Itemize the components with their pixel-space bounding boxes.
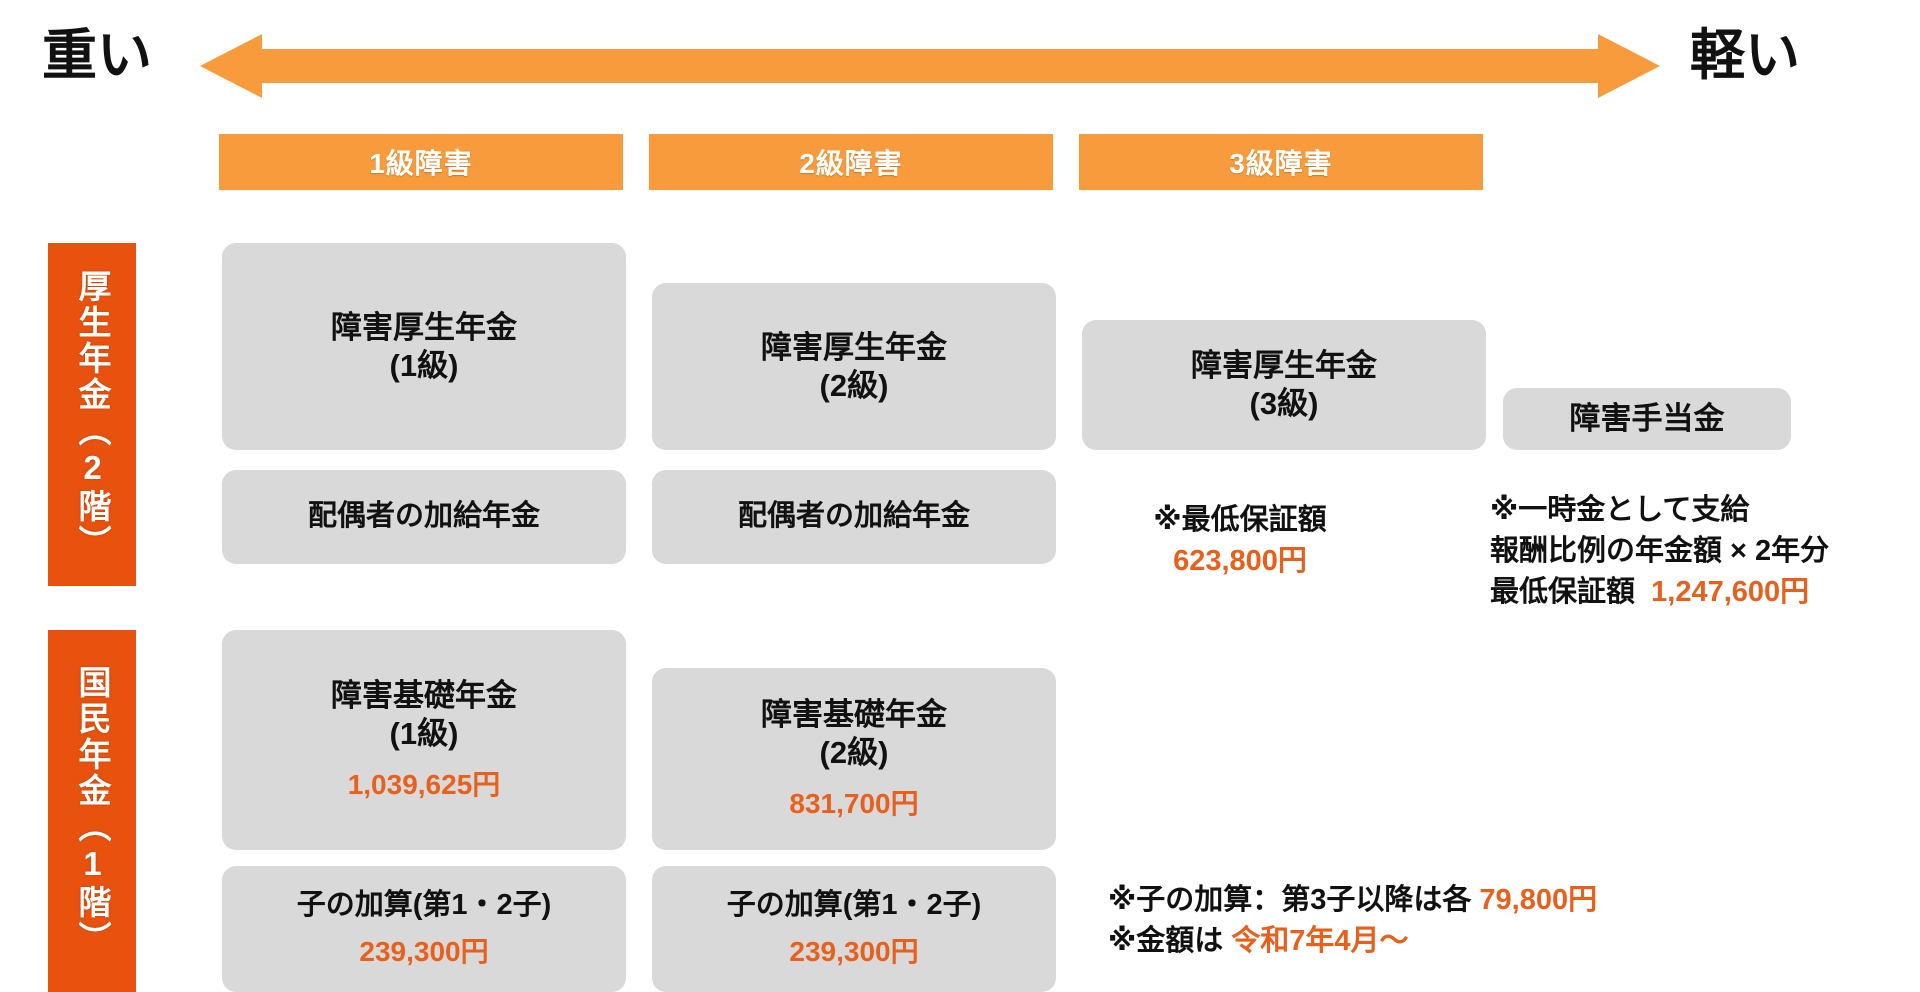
card-title: 配偶者の加給年金: [737, 500, 970, 533]
card-title: 障害基礎年金: [761, 697, 947, 733]
footnote-effective-date-value: 令和7年4月〜: [1231, 925, 1409, 958]
card-title: 障害手当金: [1569, 401, 1725, 437]
card-title: 障害基礎年金: [331, 678, 517, 714]
card-disability-basic-pension-grade2: 障害基礎年金 (2級) 831,700円: [652, 668, 1056, 850]
card-subtitle: (2級): [819, 367, 889, 403]
card-title: 障害厚生年金: [761, 329, 947, 365]
footnote-child-addition-amount: 79,800円: [1479, 884, 1598, 916]
footnote-effective-date: ※金額は 令和7年4月〜: [1108, 921, 1597, 962]
card-amount: 831,700円: [789, 787, 919, 819]
card-spouse-allowance-grade2: 配偶者の加給年金: [652, 470, 1056, 564]
tier-label-employees-pension: 厚生年金（2階）: [48, 243, 136, 586]
note-minimum-guarantee-amount: 623,800円: [1173, 545, 1307, 578]
card-subtitle: (1級): [389, 347, 459, 383]
tier-label-employees-pension-text: 厚生年金（2階）: [74, 268, 111, 561]
card-title: 障害厚生年金: [331, 309, 517, 345]
footnote-child-addition-label: ※子の加算：第3子以降は各: [1108, 884, 1480, 916]
card-title: 子の加算(第1・2子): [726, 889, 982, 922]
grade-header-3-label: 3級障害: [1229, 148, 1333, 179]
card-subtitle: (2級): [819, 735, 889, 770]
scale-label-light: 軽い: [1690, 24, 1801, 86]
scale-label-heavy: 重い: [42, 24, 153, 86]
double-headed-arrow-icon: [200, 34, 1660, 98]
note-allowance-line3-label: 最低保証額: [1490, 576, 1636, 609]
card-title: 配偶者の加給年金: [307, 500, 540, 533]
card-disability-basic-pension-grade1: 障害基礎年金 (1級) 1,039,625円: [222, 630, 626, 850]
footnote-child-addition: ※子の加算：第3子以降は各 79,800円: [1108, 880, 1597, 921]
grade-header-3: 3級障害: [1079, 134, 1483, 190]
note-allowance-line3-amount: 1,247,600円: [1651, 576, 1810, 609]
card-child-addition-grade1: 子の加算(第1・2子) 239,300円: [222, 866, 626, 992]
grade-header-1: 1級障害: [219, 134, 623, 190]
card-subtitle: (1級): [389, 716, 459, 751]
card-title: 障害厚生年金: [1191, 348, 1377, 384]
card-child-addition-grade2: 子の加算(第1・2子) 239,300円: [652, 866, 1056, 992]
card-amount: 239,300円: [359, 935, 489, 967]
note-allowance-line1: ※一時金として支給: [1490, 494, 1750, 526]
tier-label-national-pension-text: 国民年金（1階）: [74, 665, 111, 957]
card-spouse-allowance-grade1: 配偶者の加給年金: [222, 470, 626, 564]
card-title: 子の加算(第1・2子): [296, 889, 552, 922]
grade-header-1-label: 1級障害: [369, 148, 473, 179]
card-subtitle: (3級): [1249, 386, 1319, 421]
card-disability-allowance: 障害手当金: [1503, 388, 1791, 450]
grade-header-2-label: 2級障害: [799, 148, 903, 179]
grade-header-2: 2級障害: [649, 134, 1053, 190]
note-allowance-line3: 最低保証額 1,247,600円: [1490, 572, 1829, 613]
card-amount: 1,039,625円: [347, 768, 501, 800]
card-amount: 239,300円: [789, 935, 919, 967]
footnote-effective-date-label: ※金額は: [1108, 925, 1232, 958]
note-allowance-line2: 報酬比例の年金額 × 2年分: [1490, 535, 1830, 568]
tier-label-national-pension: 国民年金（1階）: [48, 630, 136, 992]
card-disability-employees-pension-grade2: 障害厚生年金 (2級): [652, 283, 1056, 450]
footnotes-national-pension: ※子の加算：第3子以降は各 79,800円 ※金額は 令和7年4月〜: [1108, 880, 1597, 962]
note-disability-allowance: ※一時金として支給 報酬比例の年金額 × 2年分 最低保証額 1,247,600…: [1490, 490, 1829, 614]
card-disability-employees-pension-grade3: 障害厚生年金 (3級): [1082, 320, 1486, 450]
card-disability-employees-pension-grade1: 障害厚生年金 (1級): [222, 243, 626, 450]
note-minimum-guarantee-label: ※最低保証額: [1153, 504, 1327, 536]
note-minimum-guarantee-grade3: ※最低保証額 623,800円: [1090, 500, 1390, 582]
